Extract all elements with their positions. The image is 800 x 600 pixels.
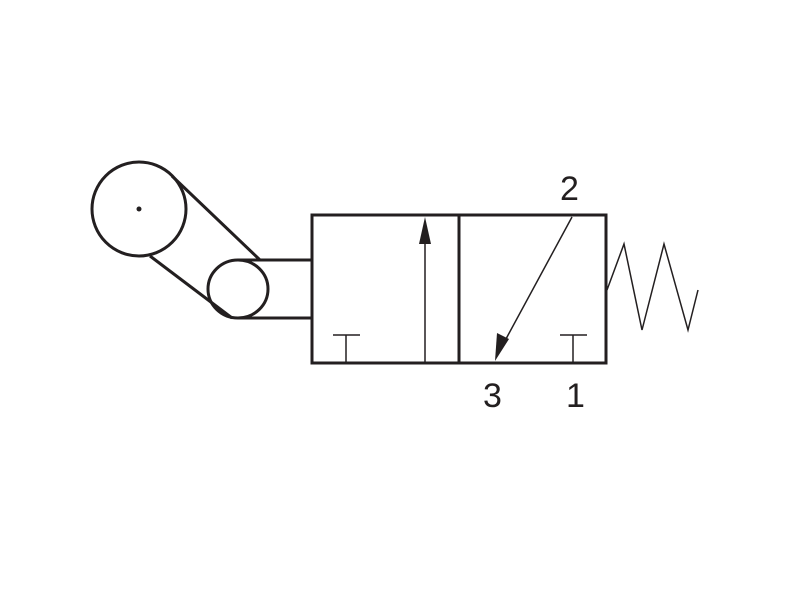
roller-pivot-dot bbox=[136, 206, 142, 212]
left-arrowhead bbox=[419, 217, 431, 244]
port-3-label: 3 bbox=[483, 377, 502, 415]
lever-arm-lower bbox=[149, 254, 233, 320]
port-2-label: 2 bbox=[560, 170, 579, 208]
port-1-label: 1 bbox=[566, 377, 585, 415]
right-flow-arrow bbox=[499, 216, 573, 351]
lever-arm-upper bbox=[170, 174, 262, 262]
roller-wheel bbox=[90, 160, 188, 258]
lever-pivot bbox=[206, 258, 270, 320]
left-envelope bbox=[333, 217, 431, 363]
return-spring bbox=[606, 241, 699, 333]
roller-lever-actuator bbox=[90, 160, 312, 320]
right-arrowhead bbox=[495, 333, 509, 361]
right-envelope bbox=[495, 216, 587, 363]
valve-body bbox=[310, 213, 608, 365]
